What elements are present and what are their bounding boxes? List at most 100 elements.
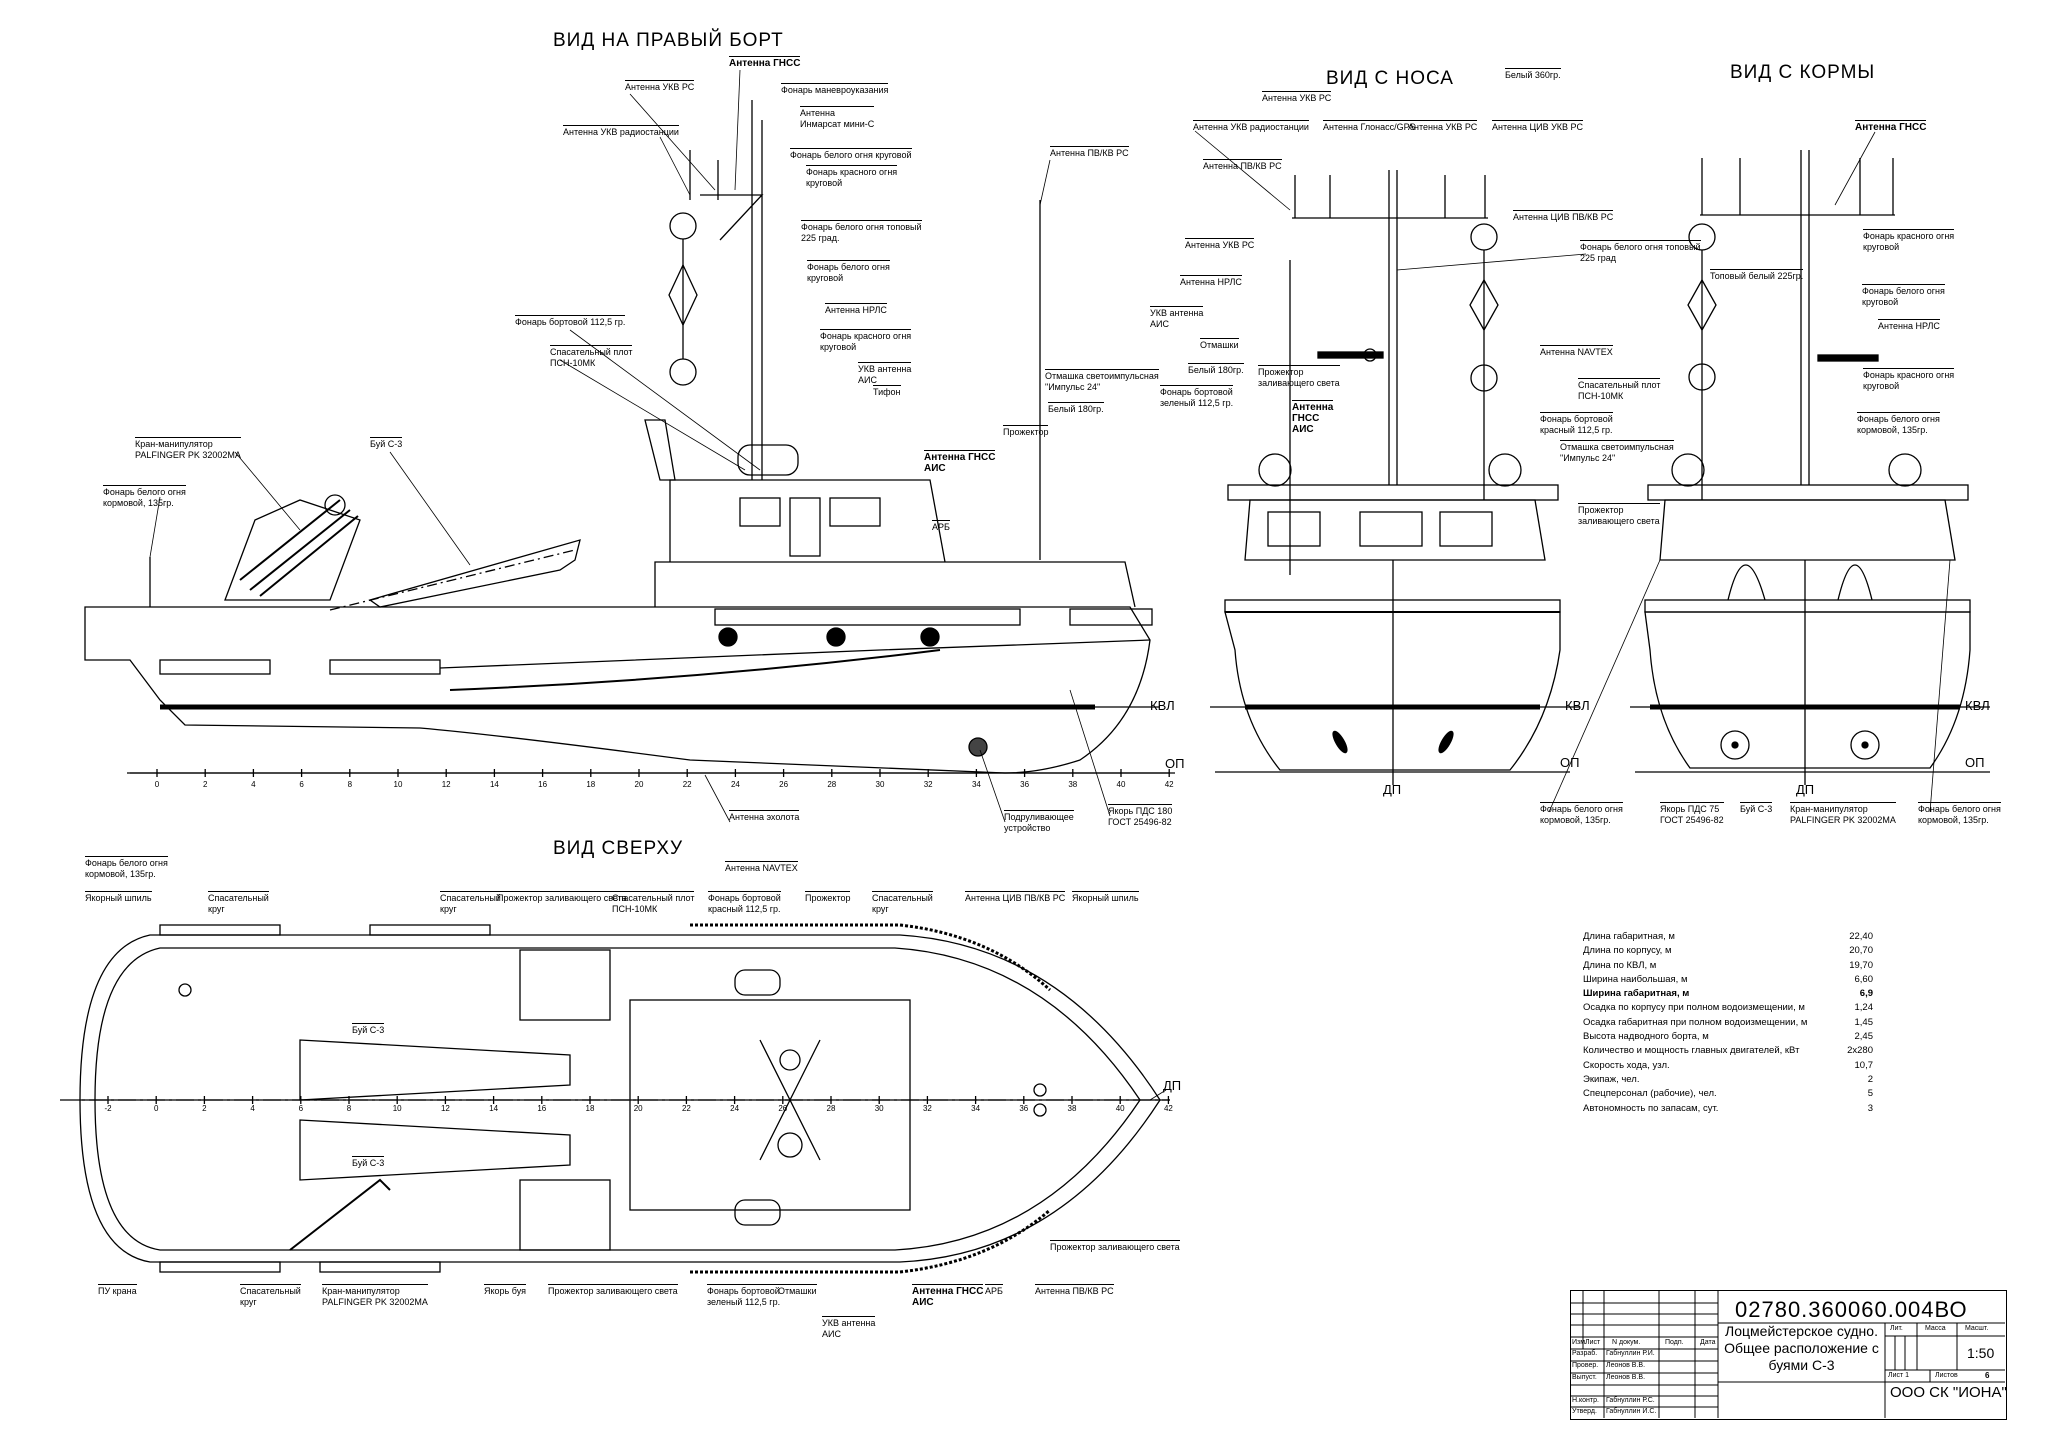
top-buoy-upper [299, 1039, 571, 1101]
role-label: Провер. [1572, 1362, 1599, 1369]
callout-label: Антенна ПВ/КВ РС [1203, 159, 1282, 171]
header-izm: Изм. [1572, 1339, 1587, 1346]
scale-tick-label: 22 [681, 1104, 691, 1113]
spec-label: Экипаж, чел. [1583, 1073, 1640, 1085]
spec-label: Осадка габаритная при полном водоизмещен… [1583, 1016, 1808, 1028]
callout-label: Фонарь белого огня топовый 225 град. [801, 220, 922, 243]
side-op-label: ОП [1165, 756, 1185, 771]
callout-label: Фонарь белого огня кормовой, 135гр. [1857, 412, 1940, 435]
sheets-count: 6 [1985, 1371, 1990, 1380]
callout-label: Фонарь красного огня круговой [1863, 229, 1955, 252]
stern-view-title: ВИД С КОРМЫ [1730, 62, 1876, 83]
signer-name: Леонов В.В. [1606, 1362, 1646, 1369]
organization-name: ООО СК "ИОНА" [1890, 1384, 2007, 1401]
top-bulwark-port [159, 924, 281, 936]
side-mast [700, 120, 764, 480]
front-view-drawing [1210, 170, 1580, 785]
callout-label: Спасательный круг [208, 891, 269, 914]
callout-label: Антенна NAVTEX [1540, 345, 1613, 357]
callout-label: Отмашка светоимпульсная "Импульс 24" [1560, 440, 1674, 463]
spec-row: Количество и мощность главных двигателей… [1583, 1044, 1873, 1058]
scale-tick-label: 4 [250, 1104, 255, 1113]
callout-label: АРБ [985, 1284, 1003, 1296]
callout-label: Спасательный круг [872, 891, 933, 914]
callout-label: Антенна УКВ РС [1185, 238, 1255, 250]
top-view-title: ВИД СВЕРХУ [553, 838, 684, 859]
callout-label: Отмашки [1200, 338, 1239, 350]
signer-name: Леонов В.В. [1606, 1374, 1646, 1381]
spec-value: 5 [1867, 1088, 1873, 1100]
side-crane [224, 494, 361, 601]
stern-op-label: ОП [1965, 755, 1985, 770]
callout-label: Буй С-3 [352, 1023, 385, 1035]
front-view-title: ВИД С НОСА [1326, 68, 1454, 89]
callout-label: Прожектор заливающего света [548, 1284, 678, 1296]
spec-label: Спецперсонал (рабочие), чел. [1583, 1088, 1717, 1100]
callout-label: Фонарь белого огня топовый 225 град [1580, 240, 1701, 263]
callout-label: Антенна Глонасс/GPS [1323, 120, 1416, 132]
header-list: Лист [1585, 1339, 1601, 1346]
side-exhaust [644, 419, 676, 481]
callout-label: Белый 180гр. [1048, 402, 1104, 414]
spec-row: Ширина наибольшая, м 6,60 [1583, 973, 1873, 987]
scale-tick-label: 20 [634, 780, 644, 789]
callout-label: Спасательный круг [440, 891, 501, 914]
scale-tick-label: 42 [1164, 780, 1174, 789]
callout-label: Фонарь бортовой зеленый 112,5 гр. [1160, 385, 1234, 408]
role-label: Утверд. [1572, 1408, 1597, 1415]
side-superstructure [654, 561, 1136, 608]
spec-row: Осадка габаритная при полном водоизмещен… [1583, 1016, 1873, 1030]
spec-value: 19,70 [1849, 959, 1873, 971]
spec-value: 1,24 [1854, 1002, 1874, 1014]
callout-label: Прожектор заливающего света [497, 891, 627, 903]
spec-label: Ширина габаритная, м [1583, 988, 1690, 1000]
header-data: Дата [1700, 1339, 1716, 1346]
top-view-drawing [60, 923, 1170, 1274]
spec-label: Высота надводного борта, м [1583, 1031, 1709, 1043]
drawing-title: Лоцмейстерское судно. Общее расположение… [1724, 1323, 1879, 1373]
front-dp-label: ДП [1383, 782, 1402, 797]
callout-label: Подруливающее устройство [1004, 810, 1074, 833]
scale-tick-label: 32 [922, 1104, 932, 1113]
scale-tick-label: 40 [1116, 780, 1126, 789]
spec-value: 1,45 [1854, 1016, 1874, 1028]
callout-label: Отмашка светоимпульсная "Импульс 24" [1045, 369, 1159, 392]
spec-label: Автономность по запасам, сут. [1583, 1102, 1719, 1114]
callout-label: Фонарь красного огня круговой [820, 329, 912, 352]
scale-tick-label: 6 [298, 1104, 304, 1113]
callout-label: Антенна НРЛС [825, 303, 887, 315]
top-deckhouse [629, 999, 911, 1211]
scale-tick-label: 2 [202, 780, 208, 789]
scale-tick-label: 22 [682, 780, 692, 789]
callout-label: Фонарь красного огня круговой [1863, 368, 1955, 391]
mass-header: Масса [1925, 1325, 1946, 1332]
document-number: 02780.360060.004ВО [1735, 1297, 1968, 1322]
scale-tick-label: 16 [537, 1104, 547, 1113]
callout-label: Фонарь белого огня круговой [790, 148, 912, 160]
callout-label: Антенна УКВ РС [625, 80, 695, 92]
callout-label: Прожектор заливающего света [1578, 503, 1660, 526]
callout-label: Отмашки [778, 1284, 817, 1296]
spec-label: Длина по корпусу, м [1583, 945, 1672, 957]
front-hull [1224, 611, 1561, 771]
top-liferaft-stbd [734, 1199, 781, 1226]
side-bulwark-aft [159, 659, 271, 675]
side-view-drawing [84, 100, 1170, 774]
callout-label: Спасательный плот ПСН-10МК [550, 345, 633, 368]
scale-tick-label: 32 [923, 780, 933, 789]
scale-tick-label: 30 [874, 1104, 884, 1113]
callout-label: Фонарь белого огня кормовой, 135гр. [103, 485, 186, 508]
side-wheelhouse [669, 479, 946, 563]
scale-tick-label: 10 [393, 780, 403, 789]
title-block [1570, 1290, 2007, 1420]
scale-tick-label: 20 [633, 1104, 643, 1113]
spec-value: 6,60 [1854, 973, 1874, 985]
spec-row: Автономность по запасам, сут.3 [1583, 1102, 1873, 1116]
callout-label: Антенна ГНСС АИС [1292, 400, 1334, 435]
side-bulwark-fwd [714, 608, 1021, 626]
callout-label: Якорь ПДС 180 ГОСТ 25496-82 [1108, 804, 1173, 827]
spec-label: Количество и мощность главных двигателей… [1583, 1045, 1800, 1057]
spec-label: Ширина наибольшая, м [1583, 973, 1688, 985]
